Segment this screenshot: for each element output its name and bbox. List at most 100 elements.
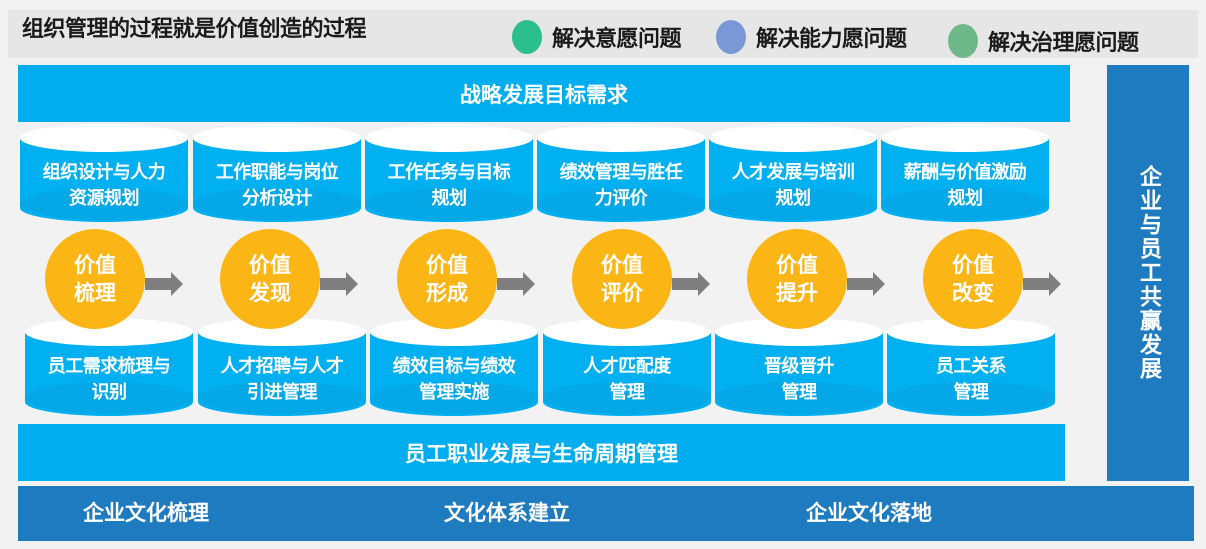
cylinder-label: 人才匹配度管理 [543,354,711,406]
value-circle-line: 价值 [74,253,116,277]
cylinder-base-shade [193,188,361,220]
arrow-shape [672,272,710,296]
right-arrow-icon [145,272,183,296]
cylinder-label: 工作职能与岗位分析设计 [193,160,361,212]
value-circle-line: 提升 [776,281,818,305]
win-win-side-bar: 企业与员工共赢发展 [1107,65,1189,481]
cylinder-label-line: 工作职能与岗位 [215,162,339,183]
legend-item-governance: 解决治理愿问题 [948,22,1139,60]
cylinder-label: 员工需求梳理与识别 [25,354,193,406]
cylinder-shape [537,124,705,222]
cylinder-label-line: 资源规划 [69,188,140,209]
cylinder-top [365,124,533,152]
win-win-label: 企业与员工共赢发展 [1136,165,1161,381]
cylinder-label-line: 工作任务与目标 [387,162,511,183]
value-circle-label: 价值改变 [952,251,994,307]
cylinder-base-shade [709,188,877,220]
arrow-shape [320,272,358,296]
top-cylinder: 人才发展与培训规划 [709,124,877,222]
bottom-cylinder: 员工需求梳理与识别 [25,318,193,416]
cylinder-shape [198,318,366,416]
value-circle: 价值提升 [747,229,847,329]
culture-bar: 企业文化梳理 文化体系建立 企业文化落地 [18,486,1194,541]
cylinder-top [715,318,883,346]
bottom-cylinder: 人才招聘与人才引进管理 [198,318,366,416]
value-circle-line: 改变 [952,281,994,305]
cylinder-top [20,124,188,152]
cylinder-base-shade [370,382,538,414]
cylinder-base-shade [20,188,188,220]
cylinder-label-line: 规划 [775,188,812,209]
value-circle-line: 梳理 [74,281,116,305]
cylinder-label-line: 管理实施 [419,382,490,403]
top-cylinder: 薪酬与价值激励规划 [881,124,1049,222]
career-bar-label: 员工职业发展与生命周期管理 [405,441,678,466]
cylinder-label-line: 人才发展与培训 [731,162,855,183]
cylinder-shape [881,124,1049,222]
cylinder-base-shade [887,382,1055,414]
cylinder-top [543,318,711,346]
cylinder-label-line: 规划 [947,188,984,209]
value-circle-label: 价值提升 [776,251,818,307]
arrow-shape [497,272,535,296]
legend-label: 解决治理愿问题 [988,31,1139,56]
value-circle-line: 价值 [426,253,468,277]
cylinder-top [881,124,1049,152]
bottom-cylinder: 绩效目标与绩效管理实施 [370,318,538,416]
bottom-cylinder: 人才匹配度管理 [543,318,711,416]
right-arrow-icon [497,272,535,296]
cylinder-label: 人才发展与培训规划 [709,160,877,212]
cylinder-top [370,318,538,346]
cylinder-shape [370,318,538,416]
cylinder-top [25,318,193,346]
cylinder-top [198,318,366,346]
top-cylinder: 工作职能与岗位分析设计 [193,124,361,222]
cylinder-label-line: 绩效目标与绩效 [392,356,516,377]
cylinder-label-line: 力评价 [594,188,648,209]
culture-item-landing: 企业文化落地 [806,501,932,525]
cylinder-base-shade [715,382,883,414]
cylinder-base-shade [881,188,1049,220]
value-circle-line: 发现 [249,281,291,305]
cylinder-label: 人才招聘与人才引进管理 [198,354,366,406]
cylinder-label: 组织设计与人力资源规划 [20,160,188,212]
cylinder-label-line: 绩效管理与胜任 [559,162,683,183]
legend-label: 解决能力愿问题 [756,27,907,52]
cylinder-label-line: 识别 [91,382,128,403]
value-circle-label: 价值梳理 [74,251,116,307]
cylinder-label: 晋级晋升管理 [715,354,883,406]
strategy-bar: 战略发展目标需求 [18,65,1070,122]
cylinder-top [887,318,1055,346]
page-title: 组织管理的过程就是价值创造的过程 [22,17,367,42]
cylinder-base-shade [25,382,193,414]
right-arrow-icon [847,272,885,296]
value-circle: 价值改变 [923,229,1023,329]
value-circle-label: 价值形成 [426,251,468,307]
top-cylinder: 工作任务与目标规划 [365,124,533,222]
cylinder-label-line: 员工关系 [936,356,1007,377]
legend-dot-icon [512,20,542,54]
cylinder-label-line: 管理 [953,382,990,403]
top-cylinder: 组织设计与人力资源规划 [20,124,188,222]
cylinder-label-line: 规划 [431,188,468,209]
cylinder-label-line: 人才匹配度 [583,356,671,377]
cylinder-top [193,124,361,152]
value-circle-line: 价值 [952,253,994,277]
value-circle-label: 价值评价 [601,251,643,307]
cylinder-label-line: 管理 [609,382,646,403]
cylinder-shape [887,318,1055,416]
value-circle-line: 价值 [776,253,818,277]
cylinder-shape [715,318,883,416]
strategy-bar-label: 战略发展目标需求 [460,82,628,107]
cylinder-label: 绩效目标与绩效管理实施 [370,354,538,406]
value-circle-line: 评价 [601,281,643,305]
cylinder-label-line: 晋级晋升 [764,356,835,377]
value-circle-line: 价值 [601,253,643,277]
cylinder-shape [365,124,533,222]
value-circle: 价值评价 [572,229,672,329]
header-band [8,10,1198,58]
cylinder-label: 工作任务与目标规划 [365,160,533,212]
value-circle: 价值发现 [220,229,320,329]
legend-dot-icon [716,20,746,54]
right-arrow-icon [672,272,710,296]
